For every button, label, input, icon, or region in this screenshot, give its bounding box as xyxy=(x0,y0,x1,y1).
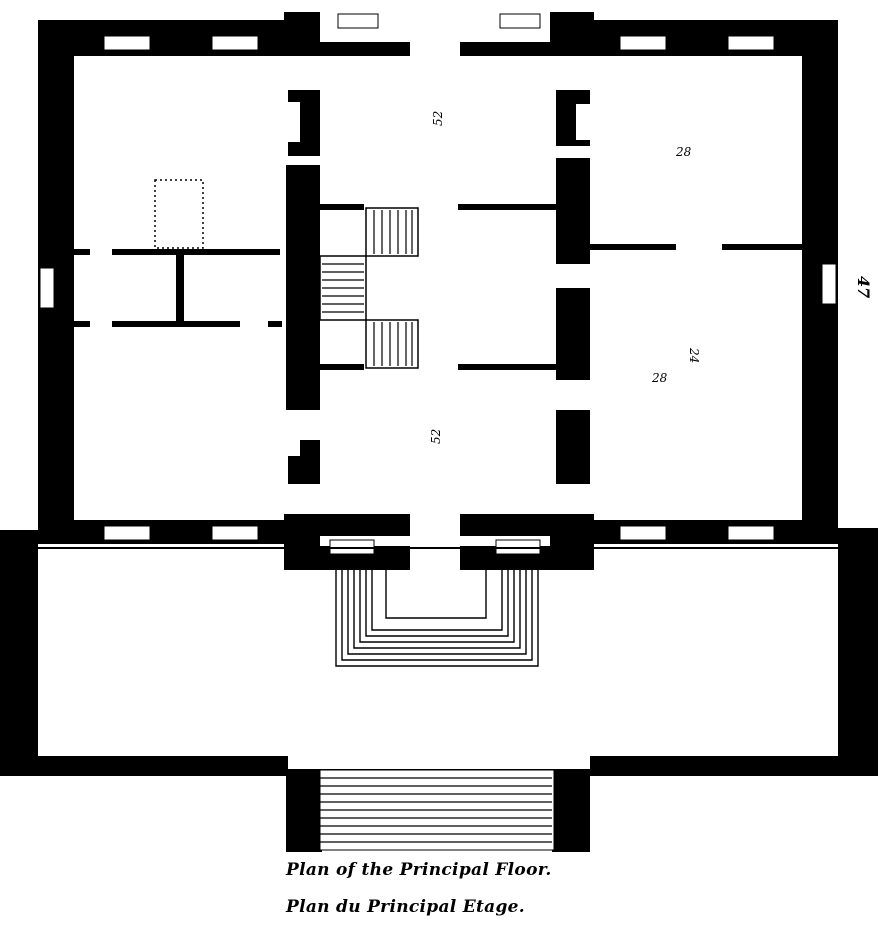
main-block-walls xyxy=(38,12,838,570)
terrace-inner xyxy=(19,547,853,771)
label-room-ne: 28 xyxy=(675,145,692,159)
label-hall-south: 52 xyxy=(429,429,443,444)
south-recess-center xyxy=(410,540,460,570)
windows xyxy=(39,13,837,555)
label-hall-north: 52 xyxy=(431,111,445,126)
page-number: 47 xyxy=(854,276,873,298)
interior-walls xyxy=(74,90,802,484)
approach-stair xyxy=(286,769,590,852)
stair-treads xyxy=(322,210,413,366)
caption-french: Plan du Principal Etage. xyxy=(286,897,525,917)
caption-english: Plan of the Principal Floor. xyxy=(286,860,552,880)
dotted-outline xyxy=(154,179,204,249)
north-recess-center xyxy=(410,8,460,42)
principal-staircase xyxy=(319,207,419,369)
label-room-se-a: 28 xyxy=(651,371,668,385)
front-steps xyxy=(335,570,539,667)
label-room-se-b: 24 xyxy=(687,347,701,363)
wall-niches xyxy=(286,102,590,456)
